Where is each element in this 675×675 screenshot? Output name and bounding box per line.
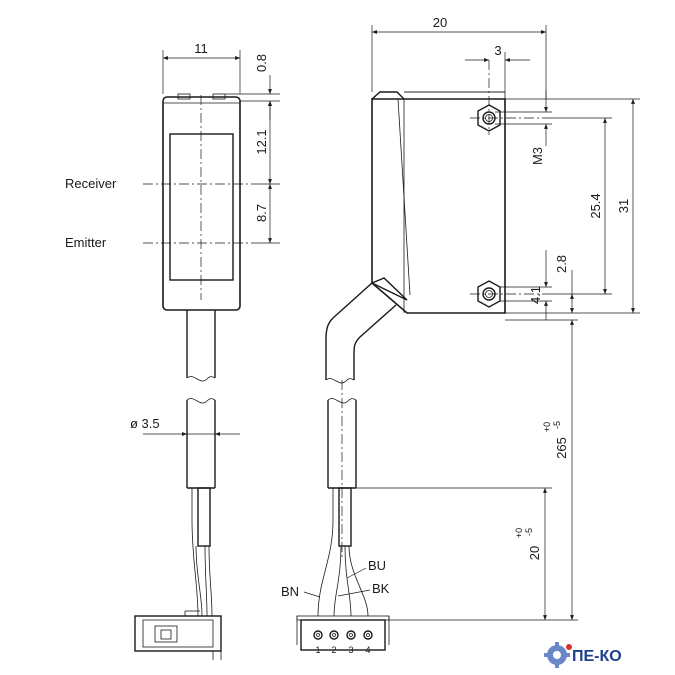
dim-12-1-label: 12.1	[254, 129, 269, 154]
dim-4-1-label: 4.1	[528, 286, 543, 304]
dim-265-tol-upper: +0	[542, 422, 552, 432]
front-view	[134, 50, 280, 660]
connector-pins	[313, 630, 373, 640]
dim-265-tol-lower: -5	[552, 421, 562, 429]
dim-25-4-label: 25.4	[588, 193, 603, 218]
dim-0-8-label: 0.8	[254, 54, 269, 72]
company-logo: ПЕ-КО	[544, 642, 622, 668]
dim-2-8-label: 2.8	[554, 255, 569, 273]
pin-2-label: 2	[331, 645, 336, 655]
wire-bn-label: BN	[281, 584, 299, 599]
side-view	[296, 25, 640, 651]
sensor-body-front	[162, 96, 241, 311]
receiver-label: Receiver	[65, 176, 117, 191]
dim-3-label: 3	[494, 43, 501, 58]
pin-1-label: 1	[315, 645, 320, 655]
connector-side	[134, 615, 222, 652]
logo-text: ПЕ-КО	[572, 648, 622, 665]
sensor-body-side	[371, 98, 506, 314]
emitter-label: Emitter	[65, 235, 107, 250]
dim-diameter-label: ø 3.5	[130, 416, 160, 431]
lens-window	[169, 133, 234, 281]
dim-20-label: 20	[433, 15, 447, 30]
dim-31-label: 31	[616, 199, 631, 213]
pin-4-label: 4	[365, 645, 370, 655]
dim-20-tol-upper: +0	[514, 528, 524, 538]
dim-20-tol-lower: -5	[524, 528, 534, 536]
pin-3-label: 3	[348, 645, 353, 655]
wire-bu-label: BU	[368, 558, 386, 573]
dim-8-7-label: 8.7	[254, 204, 269, 222]
dim-20-cable-label: 20	[527, 546, 542, 560]
dim-265-label: 265	[554, 437, 569, 459]
gear-icon	[544, 642, 572, 668]
dim-m3-label: M3	[530, 147, 545, 165]
dim-11-label: 11	[194, 41, 208, 56]
wire-bk-label: BK	[372, 581, 390, 596]
